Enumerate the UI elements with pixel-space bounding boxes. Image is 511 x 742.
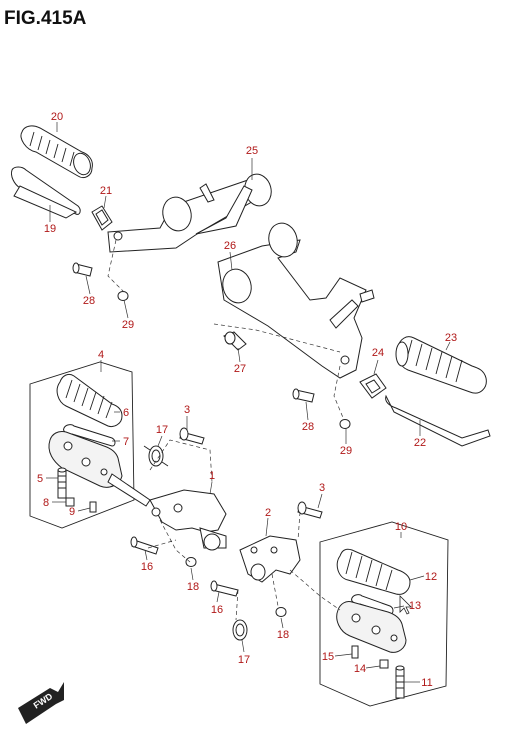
callout-17-left: 17 — [156, 424, 168, 436]
callout-13: 13 — [409, 600, 421, 612]
part-15-bolt[interactable] — [351, 645, 359, 659]
dashed-assembly-lines — [107, 239, 345, 621]
part-3-bolt-left[interactable] — [179, 427, 205, 445]
part-25-rear-footrest-stay[interactable] — [107, 171, 275, 253]
callout-3-right: 3 — [319, 482, 325, 494]
callout-16-left: 16 — [141, 561, 153, 573]
callout-12: 12 — [425, 571, 437, 583]
part-28-pin-right[interactable] — [292, 388, 315, 403]
group-box-4 — [29, 361, 135, 529]
part-17-spring-left[interactable] — [143, 445, 169, 467]
part-footrest-left[interactable] — [48, 431, 151, 507]
part-16-pin-right[interactable] — [210, 580, 239, 597]
callout-6: 6 — [123, 407, 129, 419]
part-3-bolt-right[interactable] — [297, 501, 323, 519]
callout-10: 10 — [395, 521, 407, 533]
part-16-pin-left[interactable] — [130, 536, 159, 555]
callout-23: 23 — [445, 332, 457, 344]
callout-14: 14 — [354, 663, 366, 675]
part-24-rubber-washer[interactable] — [359, 373, 387, 399]
part-17-spring-right[interactable] — [232, 619, 248, 641]
callout-4: 4 — [98, 349, 104, 361]
part-18-clip-left[interactable] — [185, 557, 197, 567]
part-23-footrest-rubber[interactable] — [395, 336, 487, 394]
callout-22: 22 — [414, 437, 426, 449]
callout-29-upper: 29 — [122, 319, 134, 331]
part-22-footrest-plate[interactable] — [385, 394, 491, 447]
part-11-stud[interactable] — [395, 665, 405, 699]
part-9-bolt[interactable] — [89, 501, 97, 513]
figure-title: FIG.415A — [4, 8, 87, 29]
part-19-footrest-plate[interactable] — [11, 166, 81, 219]
callout-16-right: 16 — [211, 604, 223, 616]
callout-27: 27 — [234, 363, 246, 375]
callout-28-upper: 28 — [83, 295, 95, 307]
callout-25: 25 — [246, 145, 258, 157]
callout-11: 11 — [421, 677, 432, 689]
part-12-rubber[interactable] — [336, 548, 411, 595]
callout-9: 9 — [69, 506, 75, 518]
part-21-rubber-washer[interactable] — [91, 205, 113, 231]
callout-26: 26 — [224, 240, 236, 252]
callout-29-right: 29 — [340, 445, 352, 457]
part-29-clip-right[interactable] — [339, 419, 351, 429]
callout-17-right: 17 — [238, 654, 250, 666]
callout-5: 5 — [37, 473, 43, 485]
callout-8: 8 — [43, 497, 49, 509]
callout-7: 7 — [123, 436, 129, 448]
callout-21: 21 — [100, 185, 112, 197]
callout-24: 24 — [372, 347, 384, 359]
callout-28-right: 28 — [302, 421, 314, 433]
part-18-clip-right[interactable] — [275, 607, 287, 617]
callout-18-right: 18 — [277, 629, 289, 641]
part-14-nut[interactable] — [379, 659, 389, 669]
callout-1: 1 — [209, 470, 215, 482]
callout-18-left: 18 — [187, 581, 199, 593]
forward-direction-badge: FWD — [18, 682, 64, 724]
part-1-bracket[interactable] — [149, 489, 227, 551]
part-6-rubber[interactable] — [56, 373, 123, 427]
callout-19: 19 — [44, 223, 56, 235]
part-2-bracket[interactable] — [239, 535, 301, 583]
callout-20: 20 — [51, 111, 63, 123]
cursor-icon — [399, 595, 412, 615]
part-8-nut[interactable] — [65, 497, 75, 507]
leader-lines — [46, 122, 451, 683]
group-box-10 — [319, 521, 449, 707]
part-27-bolt[interactable] — [223, 331, 247, 351]
callout-15: 15 — [322, 651, 334, 663]
part-5-stud[interactable] — [57, 467, 67, 499]
part-28-pin-upper[interactable] — [72, 262, 93, 277]
callout-labels: 20 19 21 25 26 23 24 22 27 28 29 28 29 4… — [37, 111, 457, 689]
part-footrest-right[interactable] — [336, 601, 407, 653]
callout-3-left: 3 — [184, 404, 190, 416]
part-29-clip-upper[interactable] — [117, 291, 129, 301]
part-20-footrest-rubber[interactable] — [20, 125, 93, 179]
callout-2: 2 — [265, 507, 271, 519]
part-26-footrest-bracket[interactable] — [217, 220, 375, 379]
